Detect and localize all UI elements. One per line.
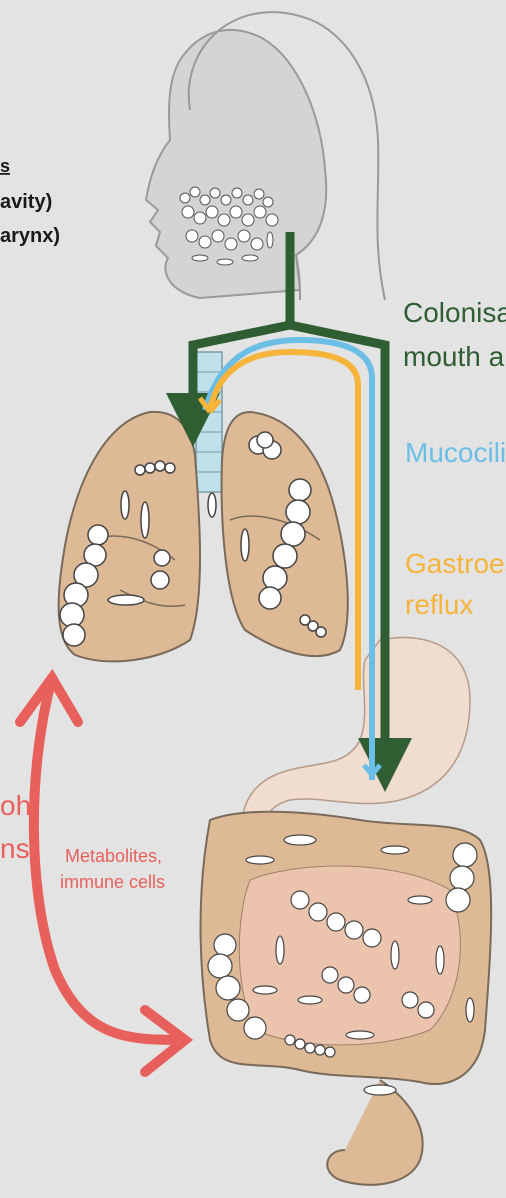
colonisation-label-line2: mouth a <box>403 341 505 372</box>
trachea-icon <box>196 352 222 492</box>
colonisation-label-line1: Colonisa <box>403 297 506 328</box>
oral-line1-fragment: avity) <box>0 191 52 213</box>
metabolites-label-line2: immune cells <box>60 872 165 892</box>
reflux-label-line2: reflux <box>405 589 473 620</box>
axis-label-fragment-1: oh <box>0 790 31 821</box>
oral-line2-fragment: arynx) <box>0 225 60 247</box>
oral-title-fragment: s <box>0 156 10 176</box>
mucociliary-label: Mucocili <box>405 437 506 468</box>
intestine-icon <box>201 812 492 1185</box>
oral-label-group: s avity) arynx) <box>0 156 60 247</box>
metabolites-label-line1: Metabolites, <box>65 846 162 866</box>
head-silhouette-icon <box>146 12 385 300</box>
reflux-label-line1: Gastroes <box>405 548 506 579</box>
axis-label-fragment-2: ns <box>0 833 30 864</box>
